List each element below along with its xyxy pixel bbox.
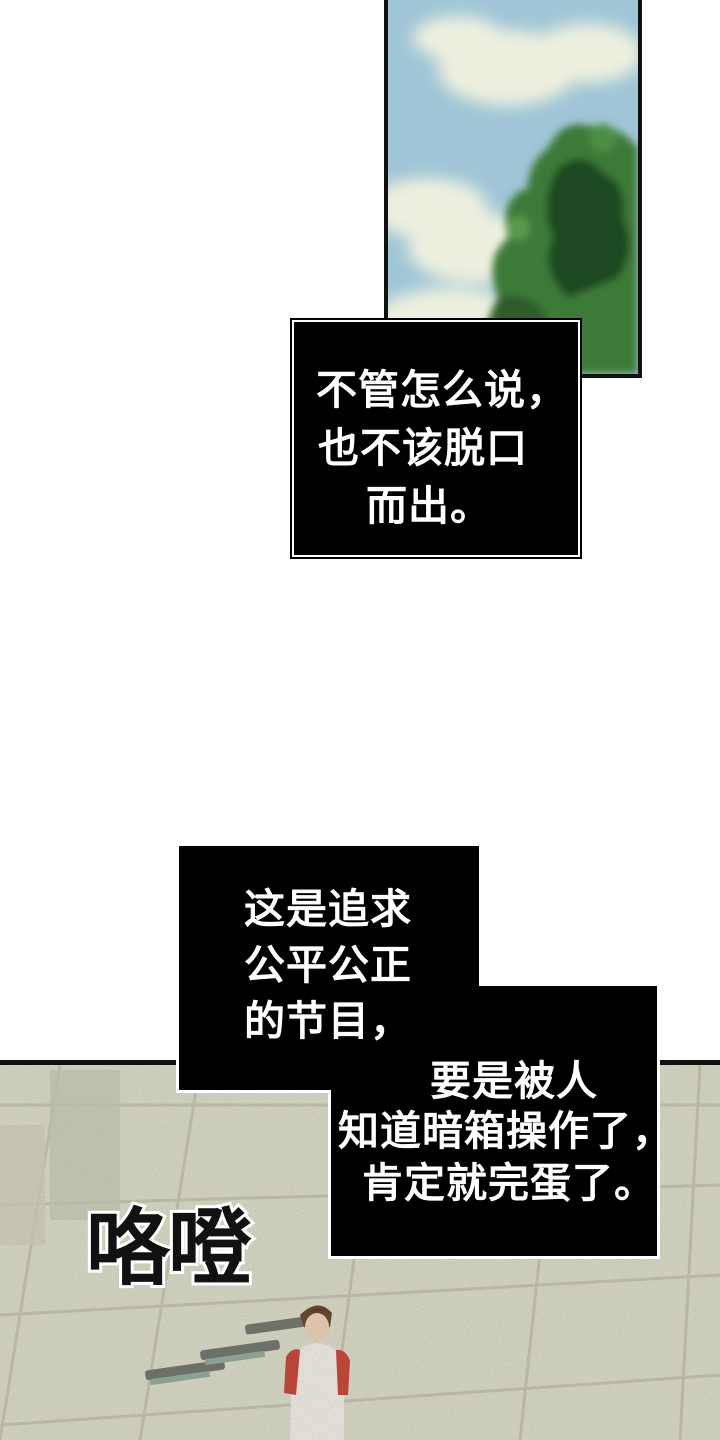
caption-box-2: 这是追求 公平公正 的节目， 要是被人 知道暗箱操作了， 肯定就完蛋了。 bbox=[176, 843, 673, 1259]
caption-2-line-2: 公平公正 bbox=[244, 941, 412, 989]
caption-2-line-5: 知道暗箱操作了， bbox=[338, 1107, 674, 1155]
caption-1-line-2: 也不该脱口 bbox=[318, 424, 528, 472]
caption-2-line-1: 这是追求 bbox=[244, 885, 412, 933]
sky-illustration bbox=[388, 0, 638, 374]
caption-2-line-3: 的节目， bbox=[244, 997, 412, 1045]
sound-effect-text: 咯噔 bbox=[83, 1196, 255, 1300]
caption-2-line-4: 要是被人 bbox=[430, 1057, 598, 1105]
caption-box-1: 不管怎么说， 也不该脱口 而出。 bbox=[290, 318, 582, 559]
caption-1-line-3: 而出。 bbox=[366, 482, 492, 530]
sky-panel bbox=[384, 0, 642, 378]
caption-1-line-1: 不管怎么说， bbox=[316, 366, 568, 414]
caption-2-line-6: 肯定就完蛋了。 bbox=[362, 1159, 656, 1207]
